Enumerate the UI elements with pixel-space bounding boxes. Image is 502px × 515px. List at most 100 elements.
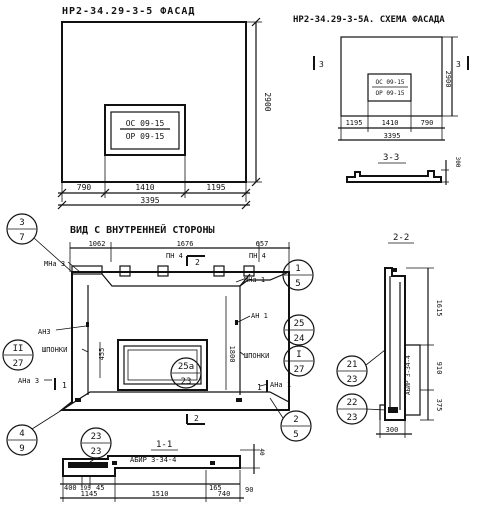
inner-mna1: МНа 1 <box>244 276 265 284</box>
scheme-cut-left: 3 <box>319 60 324 69</box>
inner-cut-left: 1 <box>62 381 67 390</box>
inner-dim-top-3: 657 <box>256 240 269 248</box>
callout-3-7: 3 7 <box>6 213 73 273</box>
svg-text:21: 21 <box>347 360 358 370</box>
inner-ana1: АНа 1 <box>270 381 291 389</box>
section-22-view: 2-2 АБИР 3-34-4 1615 910 375 300 <box>376 233 443 438</box>
callout-II-27: II 27 <box>2 339 34 371</box>
section-11-dim-740: 740 <box>218 490 231 498</box>
svg-text:2: 2 <box>293 415 298 425</box>
svg-text:1: 1 <box>295 264 300 274</box>
callout-22-23: 22 23 <box>336 393 387 425</box>
inner-cut-right: 1 <box>257 383 262 392</box>
scheme-window <box>367 73 412 102</box>
callout-I-27: I 27 <box>283 345 315 377</box>
scheme-window-mark-top: ОС 09-15 <box>376 79 405 86</box>
svg-text:23: 23 <box>181 377 192 387</box>
inner-dim-1800: 1800 <box>228 346 236 363</box>
inner-mna3: МНа 3 <box>44 260 65 268</box>
scheme-dim-mid: 1410 <box>382 119 399 127</box>
section-22-title: 2-2 <box>393 233 409 243</box>
inner-pn4-left: ПН 4 <box>166 252 183 260</box>
section-22-profile <box>384 267 406 421</box>
section-33-dim: 300 <box>454 157 461 168</box>
svg-text:23: 23 <box>91 447 102 457</box>
callout-1-5: 1 5 <box>282 259 314 291</box>
inner-window <box>117 339 208 391</box>
svg-text:23: 23 <box>91 432 102 442</box>
section-11-dim-1145: 1145 <box>81 490 98 498</box>
section-22-dim-1615: 1615 <box>435 300 443 317</box>
section-11-view: 1-1 АБИР 3-34-4 40 90 400 195 45 165 114… <box>60 440 265 502</box>
inner-shponki-left: ШПОНКИ <box>42 346 67 354</box>
svg-text:27: 27 <box>13 359 24 369</box>
scheme-cut-right: 3 <box>456 60 461 69</box>
svg-text:5: 5 <box>295 279 300 289</box>
facade-title: НР2-34.29-3-5 ФАСАД <box>62 6 195 17</box>
svg-text:II: II <box>13 344 24 354</box>
inner-ana3: АНа 3 <box>18 377 39 385</box>
inner-view-title: ВИД С ВНУТРЕННЕЙ СТОРОНЫ <box>70 223 215 236</box>
section-11-dim-90: 90 <box>245 486 253 494</box>
section-11-dim-195: 195 <box>80 485 91 492</box>
section-11-dim-165: 165 <box>209 484 222 492</box>
callout-25-24: 25 24 <box>283 314 315 346</box>
svg-text:27: 27 <box>294 365 305 375</box>
facade-dim-total: 3395 <box>140 196 159 205</box>
section-11-dim-40: 40 <box>258 448 265 456</box>
section-33-profile <box>346 170 442 183</box>
inner-shponki-right: ШПОНКИ <box>244 352 269 360</box>
facade-window-mark-bottom: ОР 09-15 <box>126 132 165 141</box>
inner-dim-top-1: 1062 <box>89 240 106 248</box>
callout-4-9: 4 9 <box>6 409 63 456</box>
svg-text:24: 24 <box>294 334 305 344</box>
callout-25a-23: 25а 23 <box>170 357 202 389</box>
inner-cut-bottom: 2 <box>194 414 199 423</box>
svg-text:3: 3 <box>19 218 24 228</box>
svg-text:25а: 25а <box>178 362 194 372</box>
facade-dim-right: 1195 <box>206 183 225 192</box>
inner-an3: АН3 <box>38 328 51 336</box>
callout-21-23: 21 23 <box>336 349 386 387</box>
scheme-dim-total: 3395 <box>384 132 401 140</box>
inner-view: ВИД С ВНУТРЕННЕЙ СТОРОНЫ 1062 1676 657 П… <box>18 223 291 425</box>
callout-23-23: 23 23 <box>80 427 112 463</box>
section-11-rebar: АБИР 3-34-4 <box>130 456 176 464</box>
facade-dim-mid: 1410 <box>135 183 154 192</box>
inner-an1: АН 1 <box>251 312 268 320</box>
svg-text:23: 23 <box>347 375 358 385</box>
scheme-view: НР2-34.29-3-5А. СХЕМА ФАСАДА ОС 09-15 ОР… <box>293 15 469 185</box>
inner-cut-top: 2 <box>195 258 200 267</box>
scheme-dim-height: 2900 <box>444 71 452 88</box>
facade-window-mark-top: ОС 09-15 <box>126 119 165 128</box>
inner-dim-455: 455 <box>98 348 106 361</box>
section-22-dim-375: 375 <box>435 399 443 412</box>
scheme-window-mark-bottom: ОР 09-15 <box>376 90 405 97</box>
svg-text:9: 9 <box>19 444 24 454</box>
svg-text:5: 5 <box>293 430 298 440</box>
scheme-dim-left: 1195 <box>346 119 363 127</box>
section-11-dim-45: 45 <box>96 484 104 492</box>
svg-text:I: I <box>296 350 301 360</box>
facade-window <box>104 104 186 156</box>
section-11-dim-400: 400 <box>64 484 77 492</box>
facade-view: НР2-34.29-3-5 ФАСАД ОС 09-15 ОР 09-15 29… <box>57 6 272 210</box>
section-22-rebar: АБИР 3-34-4 <box>405 355 412 395</box>
svg-text:4: 4 <box>19 429 24 439</box>
svg-text:25: 25 <box>294 319 305 329</box>
section-22-dim-300: 300 <box>386 426 399 434</box>
section-11-dim-1510: 1510 <box>152 490 169 498</box>
facade-panel-outline <box>61 21 247 183</box>
scheme-panel-outline <box>340 36 443 117</box>
inner-pn4-right: ПН 4 <box>249 252 266 260</box>
svg-text:23: 23 <box>347 413 358 423</box>
section-33-title: 3-3 <box>383 153 399 163</box>
scheme-title: НР2-34.29-3-5А. СХЕМА ФАСАДА <box>293 15 445 25</box>
facade-dim-left: 790 <box>77 183 92 192</box>
svg-text:22: 22 <box>347 398 358 408</box>
facade-dim-height: 2900 <box>263 92 272 111</box>
callout-2-5: 2 5 <box>269 397 312 442</box>
svg-text:7: 7 <box>19 233 24 243</box>
inner-dim-top-2: 1676 <box>177 240 194 248</box>
